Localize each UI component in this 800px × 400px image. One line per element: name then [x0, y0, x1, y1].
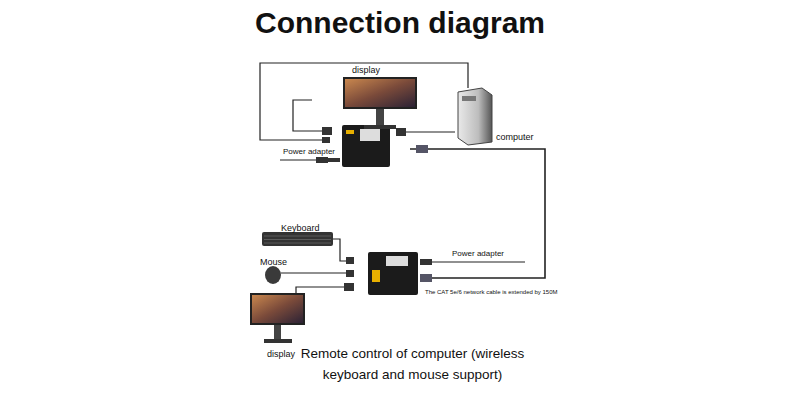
power-label: Power adapter — [283, 148, 335, 157]
caption: Remote control of computer (wireless key… — [290, 343, 535, 385]
device-node: computer — [454, 86, 554, 148]
device-label: Keyboard — [281, 224, 320, 234]
cable-note: The CAT 5e/6 network cable is extended b… — [425, 289, 558, 296]
device-node: display — [248, 292, 308, 366]
power-label: Power adapter — [452, 250, 504, 259]
device-node: Keyboard — [260, 224, 336, 248]
title: Connection diagram — [0, 6, 800, 39]
device-label: Mouse — [260, 258, 287, 268]
device-label: display — [352, 66, 380, 76]
device-node: Mouse — [258, 258, 298, 286]
device-label: computer — [496, 133, 534, 143]
device-label: display — [267, 350, 295, 360]
device-node: display — [340, 64, 420, 130]
